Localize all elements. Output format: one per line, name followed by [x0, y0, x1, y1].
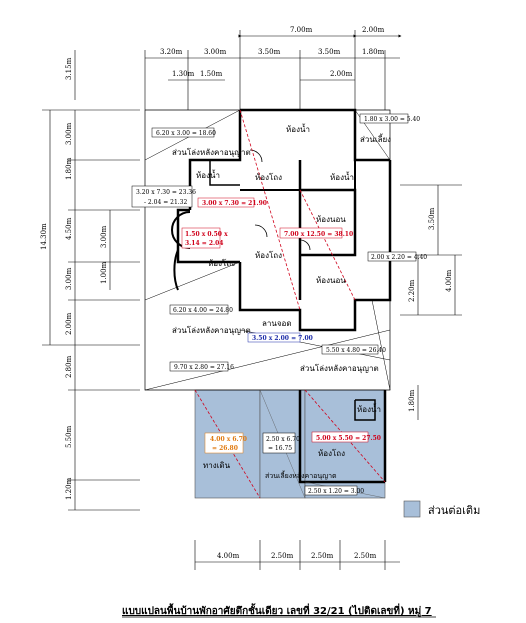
calc-1: 6.20 x 3.00 = 18.60: [156, 130, 216, 137]
dim-top2-2: 3.00m: [204, 48, 227, 56]
calc-15: 2.50 x 1.20 = 3.00: [308, 488, 364, 495]
calc-8: 6.20 x 4.00 = 24.80: [173, 307, 233, 314]
room-walkway: ทางเดิน: [203, 461, 231, 470]
roof-label-3: ส่วนโล่งหลังคาอนุญาต: [300, 363, 379, 373]
bottom-dimensions: [194, 540, 400, 570]
calc-13a: 2.50 x 6.70: [266, 436, 300, 443]
calc-13b: = 16.75: [268, 445, 292, 452]
dim-right-a2: 4.00m: [445, 269, 453, 292]
dim-left-14m: 14.30m: [40, 223, 48, 250]
dim-left-315: 3.15m: [65, 57, 73, 80]
room-bath1: ห้องน้ำ: [286, 123, 310, 134]
calc-14: 5.00 x 5.50 = 27.50: [316, 435, 381, 442]
calc-10: 5.50 x 4.80 = 26.40: [326, 347, 386, 354]
dim-right-a3: 2.20m: [408, 279, 416, 302]
dim-right-low: 1.80m: [408, 389, 416, 412]
dim-top2-4: 3.50m: [318, 48, 341, 56]
dim-bottom-1: 4.00m: [217, 552, 240, 560]
room-parking: ลานจอด: [262, 319, 292, 328]
legend-label: ส่วนต่อเติม: [428, 504, 480, 517]
room-ext: ห้องโถง: [318, 448, 345, 458]
calc-4: 3.00 x 7.30 = 21.90: [202, 200, 267, 207]
dim-top3-3: 2.00m: [330, 70, 353, 78]
plan-outline: [144, 108, 392, 484]
dim-left-c1: 3.00m: [100, 225, 108, 248]
legend-swatch: [403, 500, 421, 518]
calc-7: 2.00 x 2.20 = 4.40: [371, 254, 427, 261]
calc-5a: 1.50 x 0.50 x: [185, 231, 228, 238]
dim-top2-3: 3.50m: [258, 48, 281, 56]
calc-3b: - 2.04 = 21.32: [144, 199, 187, 206]
calc-2: 1.80 x 3.00 = 5.40: [364, 116, 420, 123]
dim-left-b1: 3.00m: [65, 122, 73, 145]
room-bath3: ห้องน้ำ: [330, 171, 354, 182]
calc-3a: 3.20 x 7.30 = 23.36: [136, 189, 196, 196]
room-pray: ห้องโถง: [255, 250, 282, 260]
room-ext-bath: ห้องน้ำ: [357, 403, 381, 414]
dim-left-b2: 1.80m: [65, 157, 73, 180]
roof-label-2: ส่วนโล่งหลังคาอนุญาต: [172, 325, 251, 335]
left-dimensions: [42, 50, 140, 511]
calc-9: 3.50 x 2.00 = 7.00: [252, 335, 313, 342]
dim-top-7m: 7.00m: [290, 26, 313, 34]
room-hall: ห้องโถง: [255, 172, 282, 182]
dim-top-2m: 2.00m: [362, 26, 385, 34]
top-dimensions: [144, 30, 402, 110]
dim-left-low1: 2.80m: [65, 355, 73, 378]
dim-bottom-2: 2.50m: [271, 552, 294, 560]
dim-bottom-4: 2.50m: [354, 552, 377, 560]
calc-5b: 3.14 = 2.04: [185, 240, 223, 247]
dim-bottom-3: 2.50m: [311, 552, 334, 560]
dim-left-b3: 4.50m: [65, 217, 73, 240]
roof-label-1: ส่วนโล่งหลังคาอนุญาต: [172, 147, 251, 157]
calc-12a: 4.00 x 6.70: [210, 436, 247, 443]
calc-11: 9.70 x 2.80 = 27.16: [174, 364, 234, 371]
dim-left-c2: 1.00m: [100, 261, 108, 284]
room-bed1: ห้องนอน: [316, 215, 346, 224]
dim-left-low2: 5.50m: [65, 425, 73, 448]
dim-top2-1: 3.20m: [160, 48, 183, 56]
dim-top3-1: 1.30m: [172, 70, 195, 78]
room-side: ส่วนเลี้ยง: [360, 133, 391, 144]
room-living: ห้องโถง: [208, 258, 235, 268]
dim-top3-2: 1.50m: [200, 70, 223, 78]
dim-left-b5: 2.00m: [65, 312, 73, 335]
dim-left-low3: 1.20m: [65, 477, 73, 500]
room-ext-side: ส่วนเลี้ยงหลังคาอนุญาต: [265, 469, 337, 480]
calc-12b: = 26.80: [212, 445, 238, 452]
dim-right-a1: 3.50m: [428, 207, 436, 230]
room-bed2: ห้องนอน: [316, 276, 346, 285]
calc-6: 7.00 x 12.50 = 38.10: [284, 231, 353, 238]
calc-boxes: [131, 113, 417, 496]
plan-title: แบบแปลนพื้นบ้านพักอาศัยตึกชั้นเดียว เลขท…: [122, 603, 432, 618]
room-bath2: ห้องน้ำ: [196, 169, 220, 180]
dim-left-b4: 3.00m: [65, 267, 73, 290]
dim-top2-5: 1.80m: [362, 48, 385, 56]
